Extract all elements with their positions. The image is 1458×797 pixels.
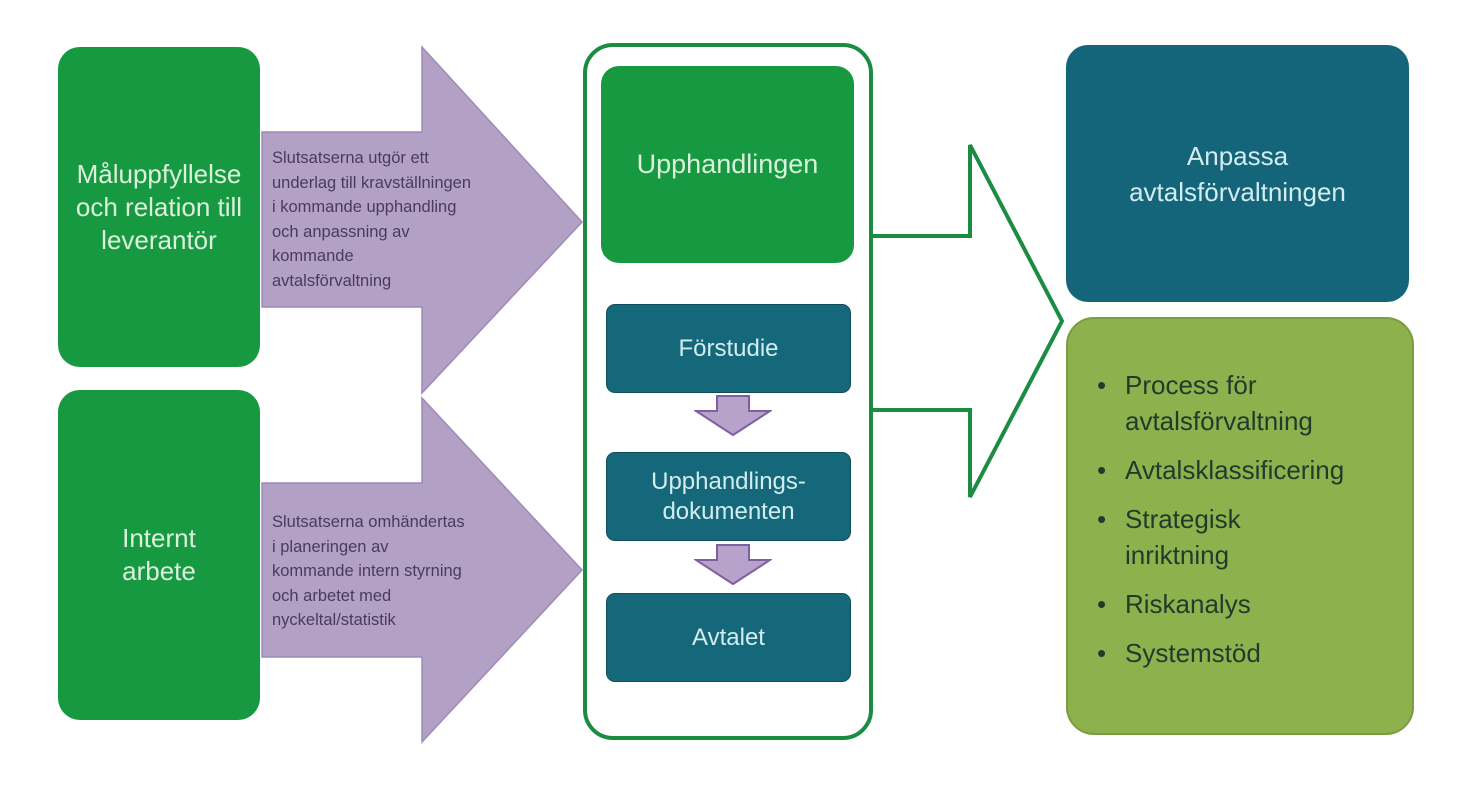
- procurement-title-box: Upphandlingen: [601, 66, 854, 263]
- down-arrow-icon: [694, 395, 772, 437]
- step-feasibility-study: Förstudie: [606, 304, 851, 393]
- right-arrow-shape-bottom: [261, 396, 584, 744]
- right-arrow-shape-top: [261, 45, 584, 395]
- list-item: Strategisk inriktning: [1097, 501, 1396, 573]
- list-item: Process för avtalsförvaltning: [1097, 367, 1396, 439]
- step-contract: Avtalet: [606, 593, 851, 682]
- list-item: Avtalsklassificering: [1097, 452, 1396, 488]
- flow-arrow-bottom-text: Slutsatserna omhändertas i planeringen a…: [272, 513, 465, 630]
- goal-fulfilment-box: Måluppfyllelse och relation till leveran…: [58, 47, 260, 367]
- down-arrow-icon: [694, 544, 772, 586]
- list-item: Systemstöd: [1097, 635, 1396, 671]
- flow-arrow-top-text: Slutsatserna utgör ett underlag till kra…: [272, 149, 472, 290]
- outlined-arrow-shape: [870, 144, 1065, 498]
- step-procurement-documents: Upphandlings- dokumenten: [606, 452, 851, 541]
- adapt-contract-management-box: Anpassa avtalsförvaltningen: [1066, 45, 1409, 302]
- list-item: Riskanalys: [1097, 586, 1396, 622]
- bullet-list: Process för avtalsförvaltning Avtalsklas…: [1068, 319, 1412, 671]
- internal-work-box: Internt arbete: [58, 390, 260, 720]
- contract-management-list-box: Process för avtalsförvaltning Avtalsklas…: [1066, 317, 1414, 735]
